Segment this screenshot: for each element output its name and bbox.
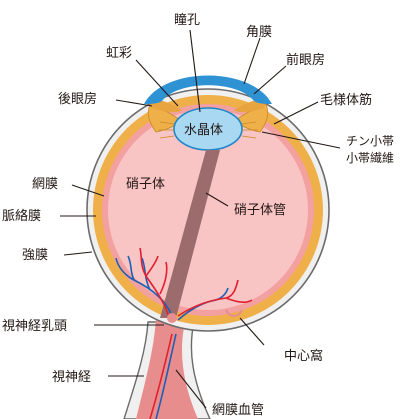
label-cornea: 角膜 [246,25,272,40]
label-optic-nerve: 視神経 [52,370,91,385]
label-choroid: 脈絡膜 [2,208,41,224]
label-optic-disc: 視神経乳頭 [2,319,67,334]
label-retina: 網膜 [32,177,58,192]
label-iris: 虹彩 [106,46,132,61]
label-lens: 水晶体 [184,123,223,138]
label-pupil: 瞳孔 [174,13,200,28]
label-sclera: 強膜 [22,248,48,263]
label-vitreous: 硝子体 [126,177,165,192]
label-posterior-chamber: 後眼房 [58,91,97,107]
label-ciliary-muscle: 毛様体筋 [320,92,372,108]
label-hyaloid-canal: 硝子体管 [234,203,286,218]
label-anterior-chamber: 前眼房 [286,52,325,68]
label-fovea: 中心窩 [284,348,323,364]
optic-disc [167,313,177,323]
label-zonule-line1: チン小帯 [346,134,394,148]
label-zonule-line2: 小帯繊維 [346,151,394,165]
label-retinal-vessels: 網膜血管 [212,403,264,418]
